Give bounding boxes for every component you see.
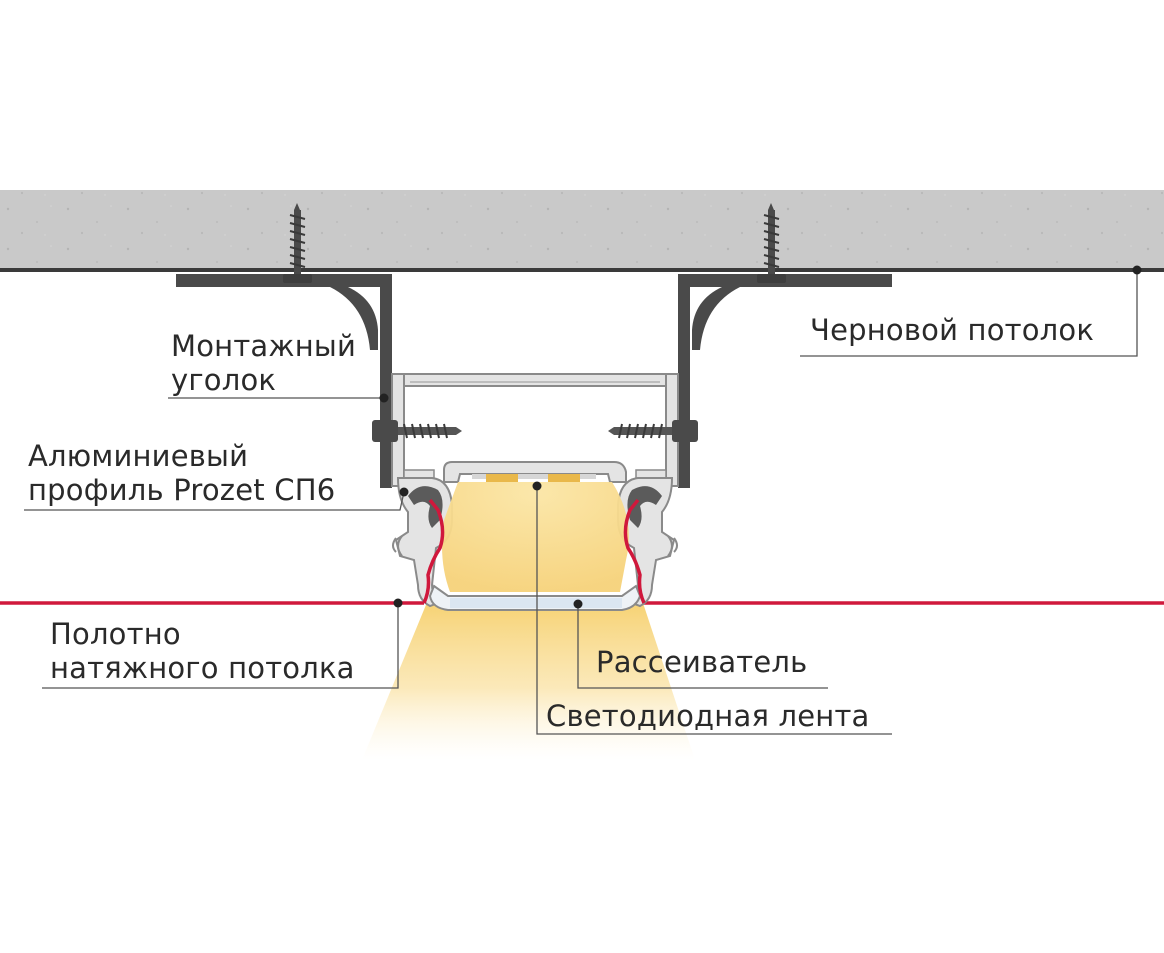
- leader-led-strip: [536, 486, 892, 735]
- mounting-bracket-right: [678, 274, 892, 488]
- light-beam: [362, 600, 695, 760]
- label-aluminum-profile-line2: профиль Prozet СП6: [28, 473, 336, 507]
- leader-dots: [379, 265, 1142, 609]
- ceiling-screw-left: [283, 203, 312, 283]
- canvas-edge-right: [623, 498, 646, 604]
- leader-lines: [24, 270, 1138, 735]
- label-rough-ceiling: Черновой потолок: [810, 313, 1095, 347]
- label-mounting-bracket-line1: Монтажный: [171, 329, 357, 363]
- canvas-edge-left: [422, 498, 445, 604]
- label-aluminum-profile-line1: Алюминиевый: [28, 439, 249, 473]
- label-stretch-canvas-line2: натяжного потолка: [50, 651, 355, 685]
- profile-screw-left: [372, 420, 462, 442]
- leader-rough-ceiling: [800, 270, 1138, 357]
- leader-stretch-canvas: [42, 603, 399, 689]
- led-strip: [472, 474, 596, 482]
- light-glow: [442, 482, 629, 592]
- dot-led-strip: [532, 481, 542, 491]
- dot-rough-ceiling: [1132, 265, 1142, 275]
- label-mounting-bracket-line2: уголок: [171, 363, 277, 397]
- label-stretch-canvas-line1: Полотно: [50, 617, 181, 651]
- dot-diffuser: [573, 599, 583, 609]
- ceiling-screw-right: [757, 203, 786, 283]
- dot-stretch-canvas: [393, 598, 403, 608]
- dot-aluminum-profile: [399, 487, 409, 497]
- leader-aluminum-profile: [24, 491, 405, 511]
- profile-screw-right: [608, 420, 698, 442]
- leader-diffuser: [577, 604, 828, 689]
- rough-ceiling-slab: [0, 190, 1164, 272]
- dot-mounting-bracket: [379, 393, 389, 403]
- label-diffuser: Рассеиватель: [596, 645, 808, 679]
- label-led-strip: Светодиодная лента: [546, 699, 870, 733]
